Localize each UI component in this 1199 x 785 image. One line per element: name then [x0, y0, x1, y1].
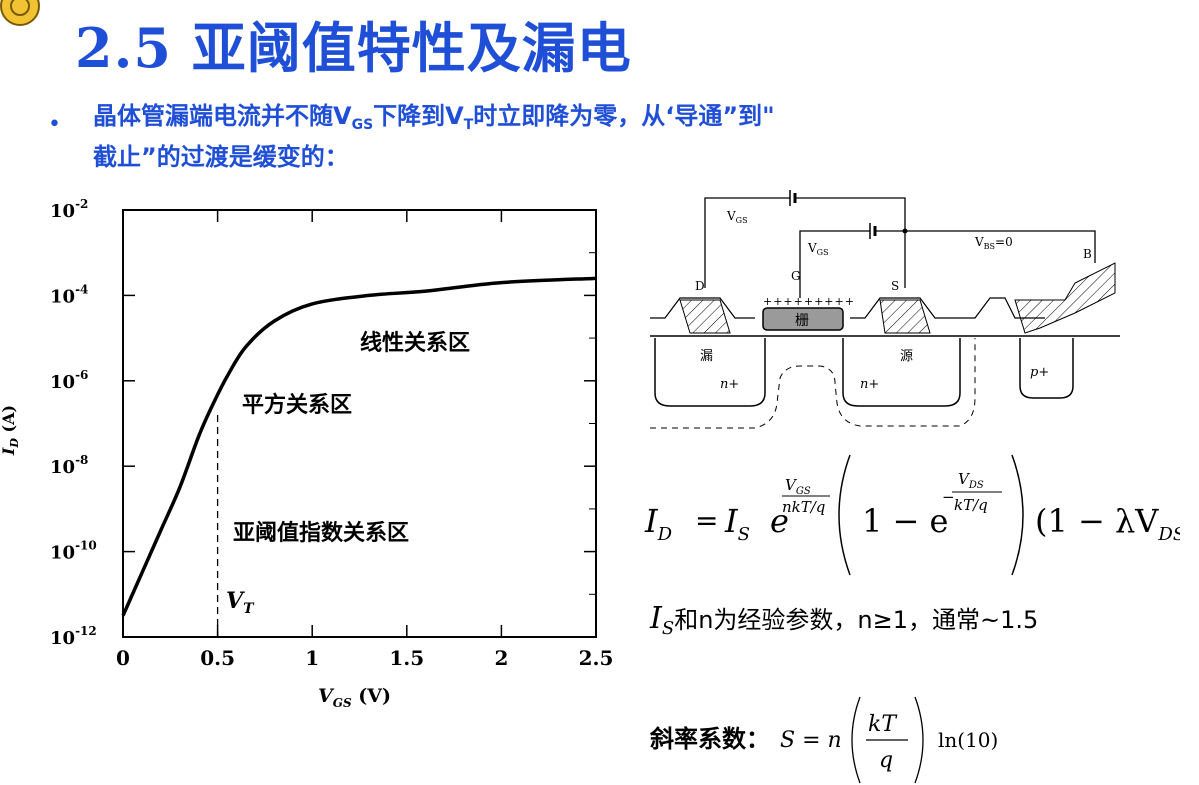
- eq-id: ID: [644, 502, 673, 545]
- slope-factor: 斜率系数： S = n kT q ln(10): [650, 695, 1018, 785]
- region-label-subthreshold: 亚阈值指数关系区: [233, 520, 409, 546]
- slope-q: q: [879, 748, 893, 773]
- x-tick-label: 2.5: [579, 646, 614, 670]
- eq-exp2-den: kT/q: [954, 496, 988, 514]
- drain-well: [654, 338, 766, 407]
- slope-kt: kT: [868, 712, 898, 737]
- eq-is: IS: [724, 502, 750, 545]
- vt-subscript: T: [463, 117, 474, 133]
- is-symbol: I: [650, 601, 662, 636]
- vgs-inner-wire: [799, 230, 870, 298]
- bullet-part3: 时立即降为零，从‘导通”到": [473, 102, 775, 130]
- body-contact: [1014, 262, 1116, 334]
- bullet-text: 晶体管漏端电流并不随VGS下降到VT时立即降为零，从‘导通”到" 截止”的过渡是…: [93, 100, 1093, 173]
- slope-ln10: ln(10): [938, 728, 998, 752]
- terminal-d: D: [695, 279, 705, 293]
- slope-paren-right: [914, 696, 924, 784]
- terminal-b: B: [1083, 247, 1092, 261]
- parameter-note: IS和n为经验参数，n≥1，通常~1.5: [650, 600, 1038, 639]
- eq-last-term: (1 − λVDS): [1035, 502, 1180, 545]
- y-tick-label: 10-2: [50, 197, 88, 222]
- vbs-wire: [905, 230, 1096, 263]
- region-label-linear: 线性关系区: [360, 330, 470, 356]
- drain-contact: [679, 299, 731, 334]
- bullet-marker: •: [48, 112, 61, 137]
- x-axis-label: VGS (V): [318, 685, 391, 710]
- nplus-drain-label: n+: [720, 377, 739, 392]
- x-tick-label: 2: [494, 646, 508, 670]
- terminal-s: S: [891, 279, 899, 293]
- note-text: 和n为经验参数，n≥1，通常~1.5: [674, 606, 1039, 634]
- gate-electrode: [762, 307, 844, 331]
- vgs-inner-label: VGS: [807, 241, 829, 257]
- eq-exp-num: VGS: [785, 476, 811, 497]
- region-label-square: 平方关系区: [242, 392, 352, 418]
- eq-exp2-num: VDS: [958, 470, 984, 491]
- source-label: 源: [900, 349, 913, 364]
- slide-title: 2.5 亚阈值特性及漏电: [75, 16, 632, 80]
- vgs-outer-label: VGS: [726, 209, 748, 225]
- slope-formula-pre: S = n: [780, 728, 842, 753]
- id-vgs-curve: [121, 276, 597, 617]
- x-tick-label: 1: [305, 646, 319, 670]
- bullet-line2: 截止”的过渡是缓变的：: [93, 143, 349, 171]
- gate-label: 栅: [795, 313, 809, 329]
- slope-paren-left: [850, 696, 861, 784]
- eq-e: e: [770, 502, 789, 540]
- eq-exp2-sign: −: [942, 488, 955, 506]
- x-tick-label: 1.5: [389, 646, 424, 670]
- pplus-well: [1019, 338, 1074, 399]
- source-contact: [879, 299, 931, 334]
- slope-label: 斜率系数：: [650, 725, 770, 753]
- y-axis-label: ID (A): [0, 405, 21, 456]
- vgs-outer-wire-right: [795, 197, 906, 288]
- x-tick-label: 0: [116, 646, 130, 670]
- mosfet-cross-section: VGS VGS VBS=0 D G S B 栅 +++++++++ 漏 源 n+…: [650, 190, 1120, 429]
- bullet-part2: 下降到: [373, 102, 446, 130]
- y-tick-label: 10-6: [50, 368, 88, 393]
- gate-charges: +++++++++: [763, 295, 855, 308]
- field-oxide: [650, 297, 1045, 319]
- plot-frame: [122, 209, 597, 638]
- is-subscript: S: [661, 617, 675, 639]
- drain-label: 漏: [700, 348, 713, 364]
- pplus-label: p+: [1030, 365, 1049, 380]
- vgs-symbol: V: [333, 102, 352, 130]
- eq-one-minus-e: 1 − e: [862, 502, 948, 540]
- source-well: [842, 338, 961, 407]
- terminal-g: G: [791, 269, 801, 283]
- y-tick-label: 10-8: [50, 453, 88, 478]
- eq-paren-right: [1011, 454, 1024, 576]
- eq-paren-left: [838, 454, 851, 576]
- nplus-source-label: n+: [860, 377, 879, 392]
- y-tick-label: 10-12: [50, 624, 97, 649]
- vgs-outer-wire: [704, 197, 790, 288]
- y-tick-label: 10-10: [50, 539, 97, 564]
- eq-equals: =: [695, 504, 718, 537]
- vt-symbol: V: [445, 102, 464, 130]
- x-tick-label: 0.5: [200, 646, 235, 670]
- university-logo: [0, 0, 40, 26]
- bullet-part1: 晶体管漏端电流并不随: [93, 102, 333, 130]
- slope-formula: S = n kT q ln(10): [780, 696, 998, 784]
- eq-exp-den: nkT/q: [782, 498, 825, 516]
- y-tick-label: 10-4: [50, 282, 88, 307]
- vgs-subscript: GS: [351, 117, 374, 133]
- id-equation: ID = IS e VGS nkT/q 1 − e − VDS kT/q (1 …: [644, 454, 1180, 576]
- vbs-label: VBS=0: [974, 235, 1013, 251]
- depletion-boundary: [650, 338, 976, 429]
- vt-marker-label: VT: [226, 588, 255, 617]
